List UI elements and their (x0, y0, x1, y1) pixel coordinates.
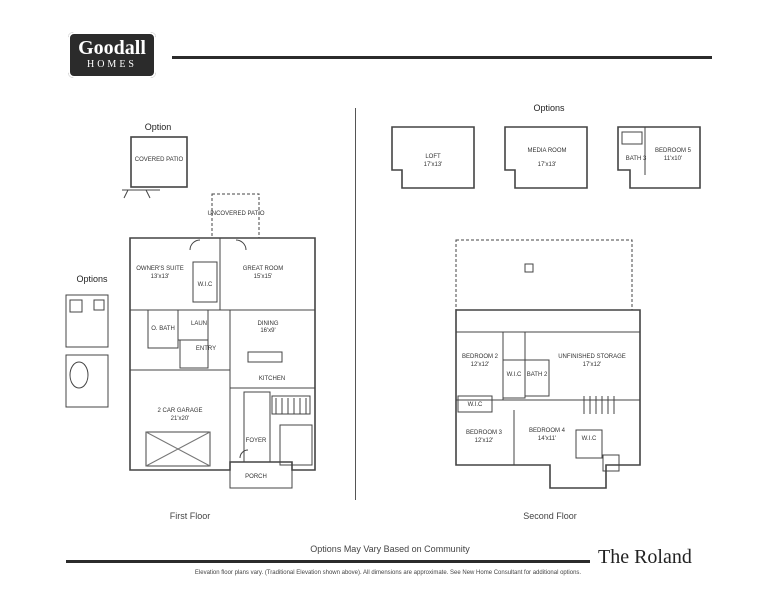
uncovered-patio-outline (211, 193, 260, 239)
options-community-note: Options May Vary Based on Community (310, 544, 470, 554)
label-uncovered-patio: UNCOVERED PATIO (207, 211, 264, 217)
wic-1-outline (192, 261, 218, 303)
label-great-room: GREAT ROOM (243, 266, 283, 272)
option-bath-a-outline (65, 294, 109, 348)
options-label-left: Options (76, 274, 108, 284)
label-bedroom5-dim: 11'x10' (664, 156, 682, 162)
logo-wordmark: Goodall (78, 37, 146, 59)
label-garage: 2 CAR GARAGE (157, 408, 202, 414)
attic-outline (455, 239, 633, 311)
footer-rule (66, 560, 590, 563)
label-bedroom2-dim: 12'x12' (471, 362, 490, 368)
label-foyer: FOYER (246, 438, 267, 444)
label-dining: DINING (258, 321, 279, 327)
header-rule (172, 56, 712, 59)
label-entry: ENTRY (196, 346, 216, 352)
option-label-top: Option (144, 122, 172, 132)
first-floor-outline (129, 237, 316, 471)
label-owners-suite-dim: 13'x13' (151, 274, 170, 280)
label-bedroom3-dim: 12'x12' (475, 438, 494, 444)
label-owners-suite: OWNER'S SUITE (136, 266, 183, 272)
label-loft-dim: 17'x13' (424, 162, 443, 168)
label-unfinished-dim: 17'x12' (583, 362, 602, 368)
label-great-room-dim: 15'x15' (254, 274, 273, 280)
option-bath-b-outline (65, 354, 109, 408)
label-porch: PORCH (245, 474, 267, 480)
goodall-homes-logo: Goodall HOMES (68, 32, 156, 78)
label-bedroom4-dim: 14'x11' (538, 436, 556, 442)
label-bath3: BATH 3 (626, 156, 647, 162)
label-dining-dim: 16'x9' (260, 328, 275, 334)
label-covered-patio: COVERED PATIO (135, 157, 184, 163)
second-floor-caption: Second Floor (523, 511, 577, 521)
plan-title: The Roland (598, 546, 692, 568)
label-garage-dim: 21'x20' (171, 416, 190, 422)
bedroom5-option-outline (617, 126, 701, 189)
first-floor-caption: First Floor (169, 511, 211, 521)
covered-patio-outline (130, 136, 188, 188)
label-media-dim: 17'x13' (538, 162, 557, 168)
floor-divider (355, 108, 356, 500)
label-loft: LOFT (425, 154, 441, 160)
label-wic-3: W.I.C (468, 402, 483, 408)
label-bedroom5: BEDROOM 5 (655, 148, 692, 154)
label-wic-2: W.I.C (507, 372, 522, 378)
label-kitchen: KITCHEN (259, 376, 285, 382)
loft-option-outline (391, 126, 475, 189)
logo-subtitle: HOMES (86, 59, 137, 70)
label-media: MEDIA ROOM (527, 148, 566, 154)
second-floor-outline (455, 309, 641, 489)
footnote: Elevation floor plans vary. (Traditional… (194, 570, 582, 576)
label-unfinished: UNFINISHED STORAGE (558, 354, 626, 360)
options-label-right: Options (533, 103, 565, 113)
label-bedroom2: BEDROOM 2 (462, 354, 499, 360)
label-wic-4: W.I.C (582, 436, 597, 442)
label-bedroom3: BEDROOM 3 (466, 430, 503, 436)
label-o-bath: O. BATH (151, 326, 175, 332)
media-option-outline (504, 126, 588, 189)
label-laun: LAUN (191, 321, 207, 327)
label-wic-1: W.I.C (198, 282, 213, 288)
label-bedroom4: BEDROOM 4 (529, 428, 566, 434)
label-bath2: BATH 2 (527, 372, 548, 378)
